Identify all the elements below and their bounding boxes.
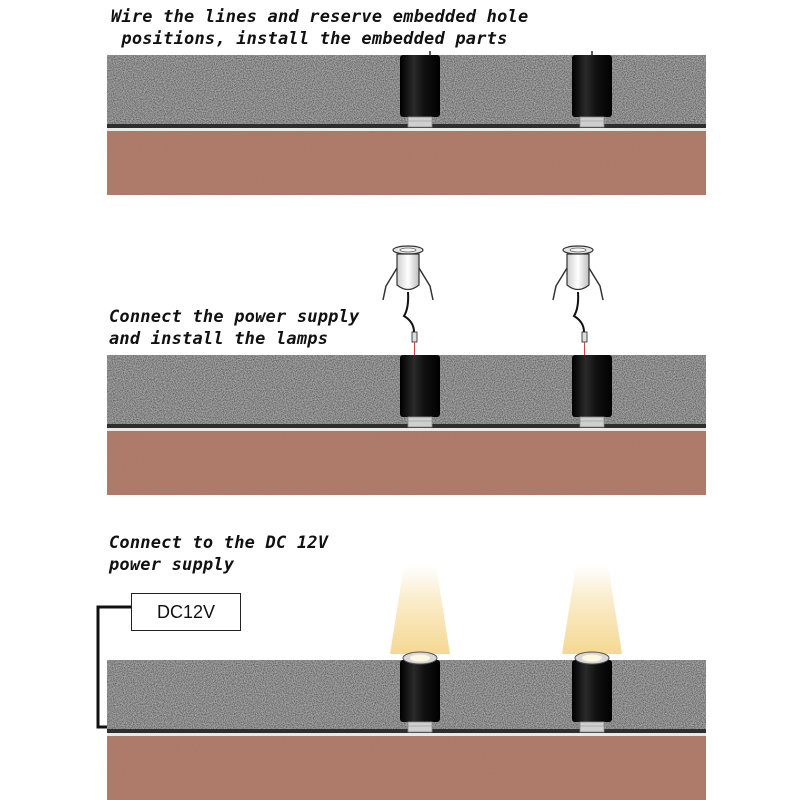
step-2-caption: Connect the power supply and install the… xyxy=(109,306,359,350)
lamp-icon xyxy=(382,245,434,356)
embedded-sleeve xyxy=(571,54,613,128)
step-1-illustration xyxy=(107,51,706,195)
installed-lamp xyxy=(399,659,441,733)
embedded-sleeve xyxy=(399,54,441,128)
lamp-lens xyxy=(582,654,602,662)
caption-line: Connect the power supply xyxy=(109,307,360,327)
step-3-illustration xyxy=(107,565,706,800)
embedded-sleeve xyxy=(571,354,613,428)
installed-lamp xyxy=(571,659,613,733)
lamp-lens xyxy=(410,654,430,662)
lamp-icon xyxy=(552,245,604,356)
caption-line: positions, install the embedded parts xyxy=(111,29,508,49)
dc-power-label: DC12V xyxy=(156,601,216,622)
caption-line: and install the lamps xyxy=(109,329,329,349)
power-wire xyxy=(96,605,131,729)
step-1-caption: Wire the lines and reserve embedded hole… xyxy=(111,6,528,50)
dc-power-box: DC12V xyxy=(131,593,241,631)
caption-line: Connect to the DC 12V xyxy=(109,533,329,553)
light-beam xyxy=(390,565,450,654)
step-3-caption: Connect to the DC 12V power supply xyxy=(109,532,328,576)
step-2-illustration xyxy=(107,354,706,495)
light-beam xyxy=(562,565,622,654)
caption-line: Wire the lines and reserve embedded hole xyxy=(111,7,529,27)
caption-line: power supply xyxy=(109,555,235,575)
embedded-sleeve xyxy=(399,354,441,428)
